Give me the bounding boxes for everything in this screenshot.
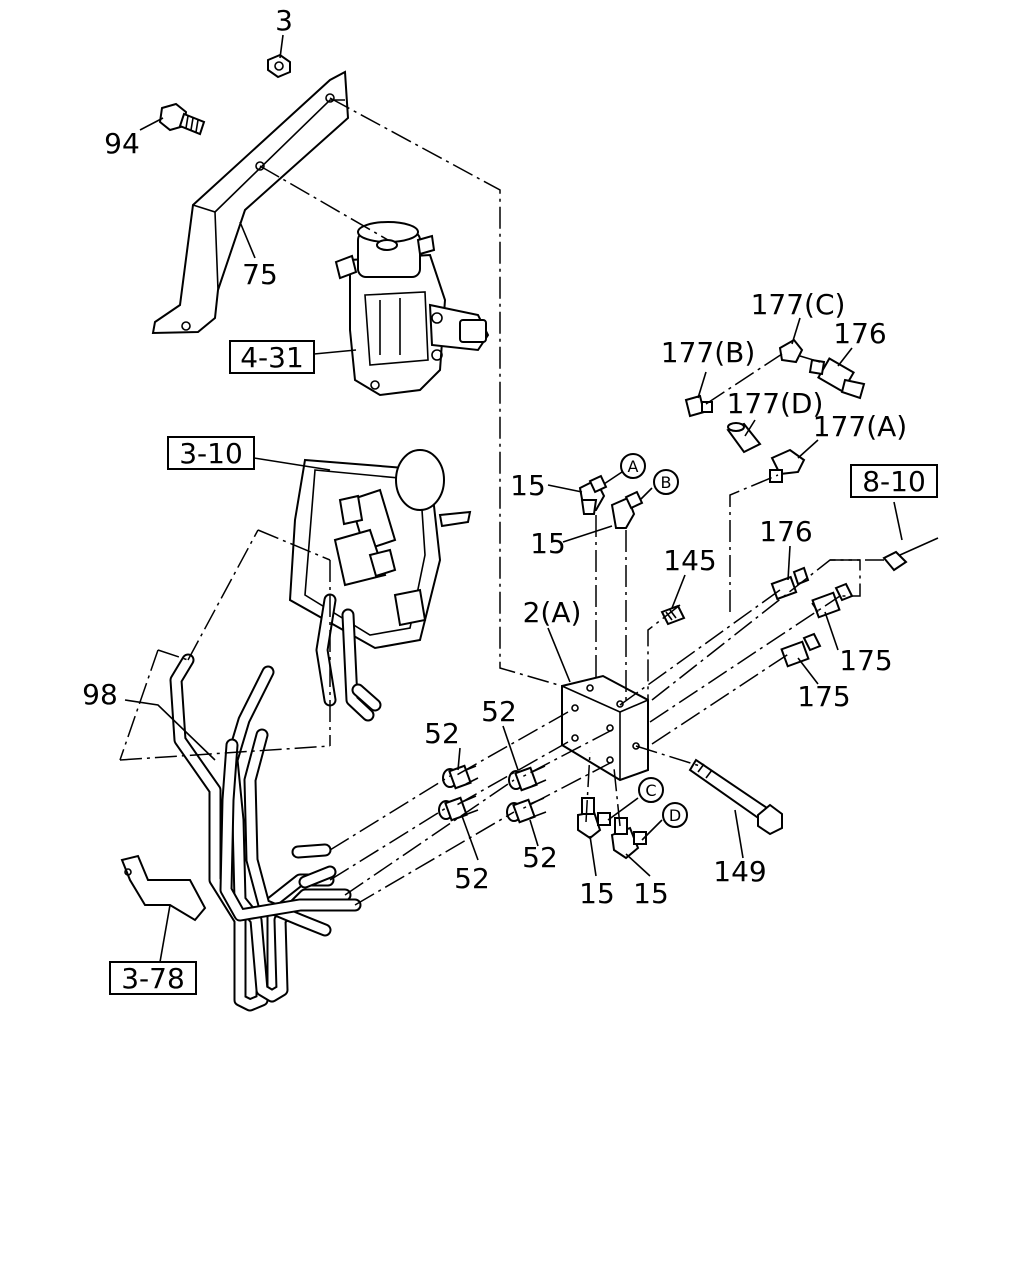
bolt-149 bbox=[688, 758, 783, 836]
callout-52-b: 52 bbox=[481, 695, 517, 728]
callout-177b: 177(B) bbox=[661, 336, 756, 369]
assembly-leader-lines bbox=[119, 97, 884, 906]
fitting-52-c bbox=[438, 795, 479, 822]
callout-145: 145 bbox=[663, 544, 716, 577]
ref-label-4-31: 4-31 bbox=[240, 341, 304, 374]
ref-label-3-10: 3-10 bbox=[179, 437, 243, 470]
connector-label-a: A bbox=[628, 457, 639, 476]
elbow-15-a bbox=[578, 474, 608, 515]
connector-label-d: D bbox=[669, 806, 681, 825]
screw-145 bbox=[660, 604, 686, 626]
ref-label-3-78: 3-78 bbox=[121, 962, 185, 995]
bracket-75 bbox=[151, 70, 350, 335]
connector-marker-a: A bbox=[620, 453, 646, 479]
callout-leaders bbox=[124, 34, 903, 963]
callout-149: 149 bbox=[713, 855, 766, 888]
nut-3 bbox=[267, 53, 291, 79]
callout-52-c: 52 bbox=[454, 862, 490, 895]
clip-3-78 bbox=[120, 854, 207, 922]
elbow-15-b bbox=[610, 490, 644, 529]
elbow-15-c bbox=[577, 797, 611, 840]
connector-marker-b: B bbox=[653, 469, 679, 495]
elbow-15-d bbox=[610, 817, 647, 860]
connector-8-10 bbox=[882, 537, 939, 572]
connector-label-c: C bbox=[645, 781, 656, 800]
spacer-177d bbox=[726, 422, 762, 454]
callout-2a: 2(A) bbox=[523, 596, 582, 629]
callout-52-d: 52 bbox=[522, 841, 558, 874]
brake-tubes-98 bbox=[169, 653, 362, 1012]
callout-15-a: 15 bbox=[510, 469, 546, 502]
ref-box-3-78[interactable]: 3-78 bbox=[109, 961, 197, 995]
pump-assembly bbox=[334, 221, 490, 397]
fitting-52-d bbox=[506, 797, 547, 824]
connector-label-b: B bbox=[661, 473, 672, 492]
fitting-52-b bbox=[508, 765, 547, 792]
ref-box-8-10[interactable]: 8-10 bbox=[850, 464, 938, 498]
callout-15-c: 15 bbox=[579, 877, 615, 910]
connector-marker-d: D bbox=[662, 802, 688, 828]
callout-177a: 177(A) bbox=[813, 410, 907, 443]
ref-box-4-31[interactable]: 4-31 bbox=[229, 340, 315, 374]
callout-15-b: 15 bbox=[530, 527, 566, 560]
callout-176-lower: 176 bbox=[759, 515, 812, 548]
callout-175-lower: 175 bbox=[797, 680, 850, 713]
bolt-94 bbox=[158, 102, 206, 136]
callout-3: 3 bbox=[275, 4, 293, 37]
adapter-177a bbox=[769, 448, 806, 483]
callout-98: 98 bbox=[82, 678, 118, 711]
switch-176-b bbox=[770, 566, 810, 601]
callout-177d: 177(D) bbox=[727, 387, 824, 420]
callout-94: 94 bbox=[104, 127, 140, 160]
callout-176-upper: 176 bbox=[833, 317, 886, 350]
fitting-52-a bbox=[442, 764, 479, 790]
adapter-177b bbox=[684, 394, 713, 418]
junction-block-2a bbox=[561, 674, 649, 782]
callout-labels: 3 94 75 177(C) 176 177(B) 177(D) 177(A) … bbox=[82, 4, 907, 910]
callout-15-d: 15 bbox=[633, 877, 669, 910]
adapter-177c bbox=[778, 338, 804, 364]
callout-175-upper: 175 bbox=[839, 644, 892, 677]
callout-75: 75 bbox=[242, 258, 278, 291]
connector-marker-c: C bbox=[638, 777, 664, 803]
callout-177c: 177(C) bbox=[751, 288, 846, 321]
switch-176-a bbox=[808, 357, 866, 400]
callout-52-a: 52 bbox=[424, 717, 460, 750]
master-cylinder-assembly bbox=[288, 449, 472, 722]
ref-box-3-10[interactable]: 3-10 bbox=[167, 436, 255, 470]
switch-175-b bbox=[780, 632, 822, 668]
ref-label-8-10: 8-10 bbox=[862, 465, 926, 498]
